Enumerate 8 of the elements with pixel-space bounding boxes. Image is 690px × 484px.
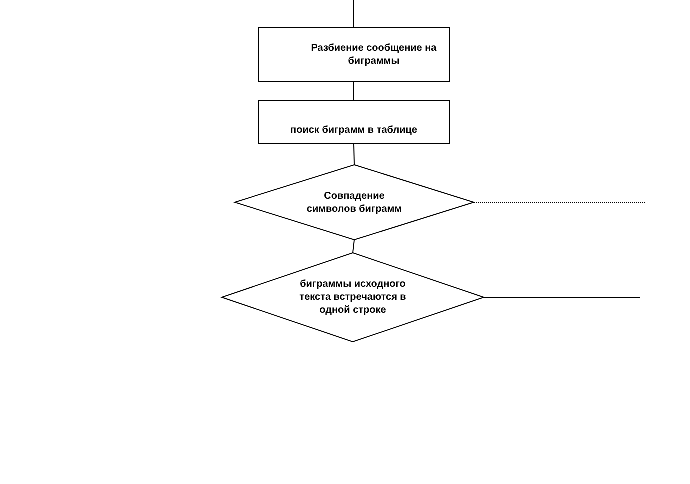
node-label: Разбиение сообщение на биграммы bbox=[310, 42, 438, 68]
connector-line bbox=[474, 202, 646, 203]
connector-line bbox=[484, 297, 640, 298]
node-label: Совпадение символов биграмм bbox=[306, 190, 404, 216]
connector-line bbox=[352, 240, 355, 254]
node-label: поиск биграмм в таблице bbox=[290, 124, 418, 136]
node-label: биграммы исходного текста встречаются в одной строке bbox=[298, 278, 408, 317]
connector-line bbox=[354, 144, 355, 166]
